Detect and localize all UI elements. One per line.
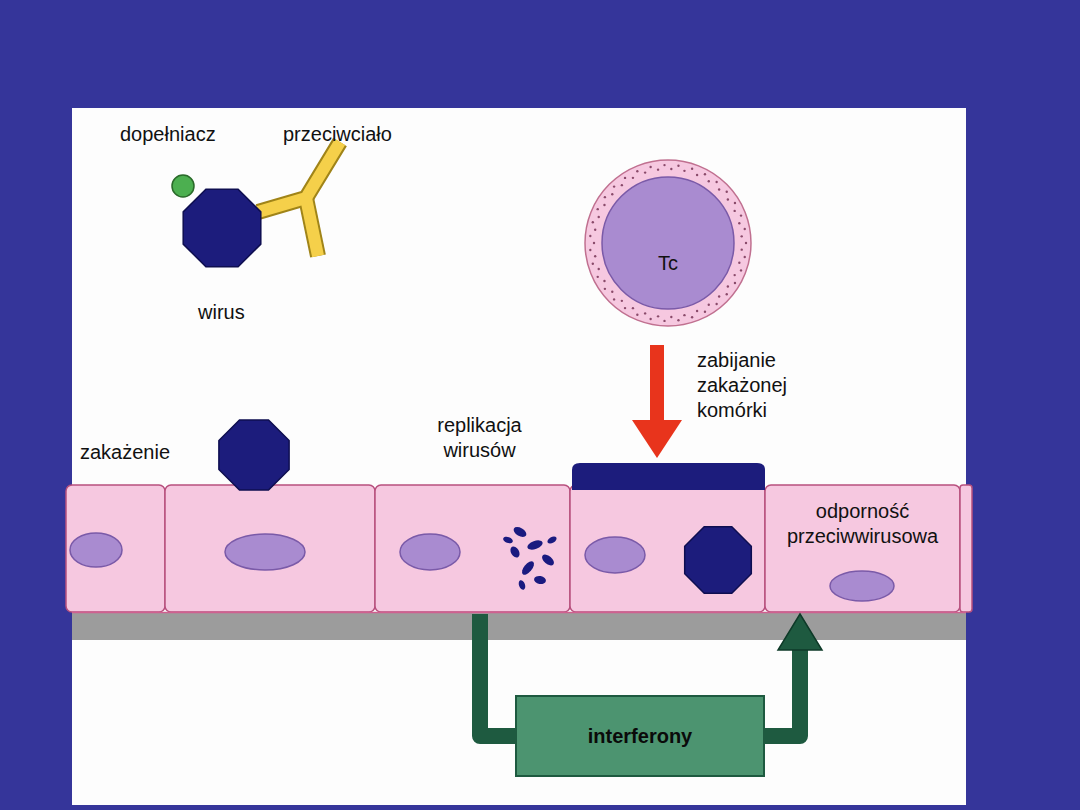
interferon-box: interferony	[515, 695, 765, 777]
basement-membrane	[72, 612, 966, 640]
epithelial-cell	[375, 485, 570, 612]
cell-nucleus	[585, 537, 645, 573]
epithelial-cell	[165, 485, 375, 612]
killing-label: zabijanie zakażonej komórki	[697, 348, 832, 423]
infected-cell	[570, 485, 765, 612]
epithelial-cell	[960, 485, 972, 612]
cell-nucleus	[70, 533, 122, 567]
virus-particle	[219, 420, 289, 490]
node-text: interferony	[588, 724, 692, 749]
interferon-arrow	[480, 614, 515, 736]
virus-particle	[685, 527, 752, 594]
node-text: replikacja wirusów	[417, 413, 542, 463]
viral-fragments	[502, 525, 558, 591]
protected-cell: odporność przeciwwirusowa	[765, 485, 960, 612]
node-text: odporność przeciwwirusowa	[775, 499, 950, 549]
cytotoxic-t-cell: Tc	[583, 158, 753, 328]
complement-molecule	[172, 175, 194, 197]
white-panel	[72, 108, 966, 805]
cell-nucleus	[400, 534, 460, 570]
complement-label: dopełniacz	[120, 122, 216, 147]
epithelium	[66, 485, 972, 612]
nuclei	[70, 533, 894, 601]
node-text: Tc	[658, 251, 678, 276]
virus-particle	[183, 189, 261, 267]
infection-label: zakażenie	[80, 440, 170, 465]
cell-nucleus	[225, 534, 305, 570]
killing-arrow	[632, 345, 682, 458]
antibody-label: przeciwciało	[283, 122, 392, 147]
epithelial-cell	[66, 485, 165, 612]
arrowhead	[778, 614, 822, 650]
t-cell-outline	[583, 158, 753, 328]
antibody	[258, 142, 340, 256]
protected-cell	[765, 485, 960, 612]
virus-label: wirus	[198, 300, 245, 325]
cell-nucleus	[830, 571, 894, 601]
viral-antigen-cap	[572, 463, 765, 490]
membrane-edge	[72, 612, 966, 614]
infected-cell: replikacja wirusów	[375, 485, 570, 612]
interferon-arrow	[765, 644, 800, 736]
